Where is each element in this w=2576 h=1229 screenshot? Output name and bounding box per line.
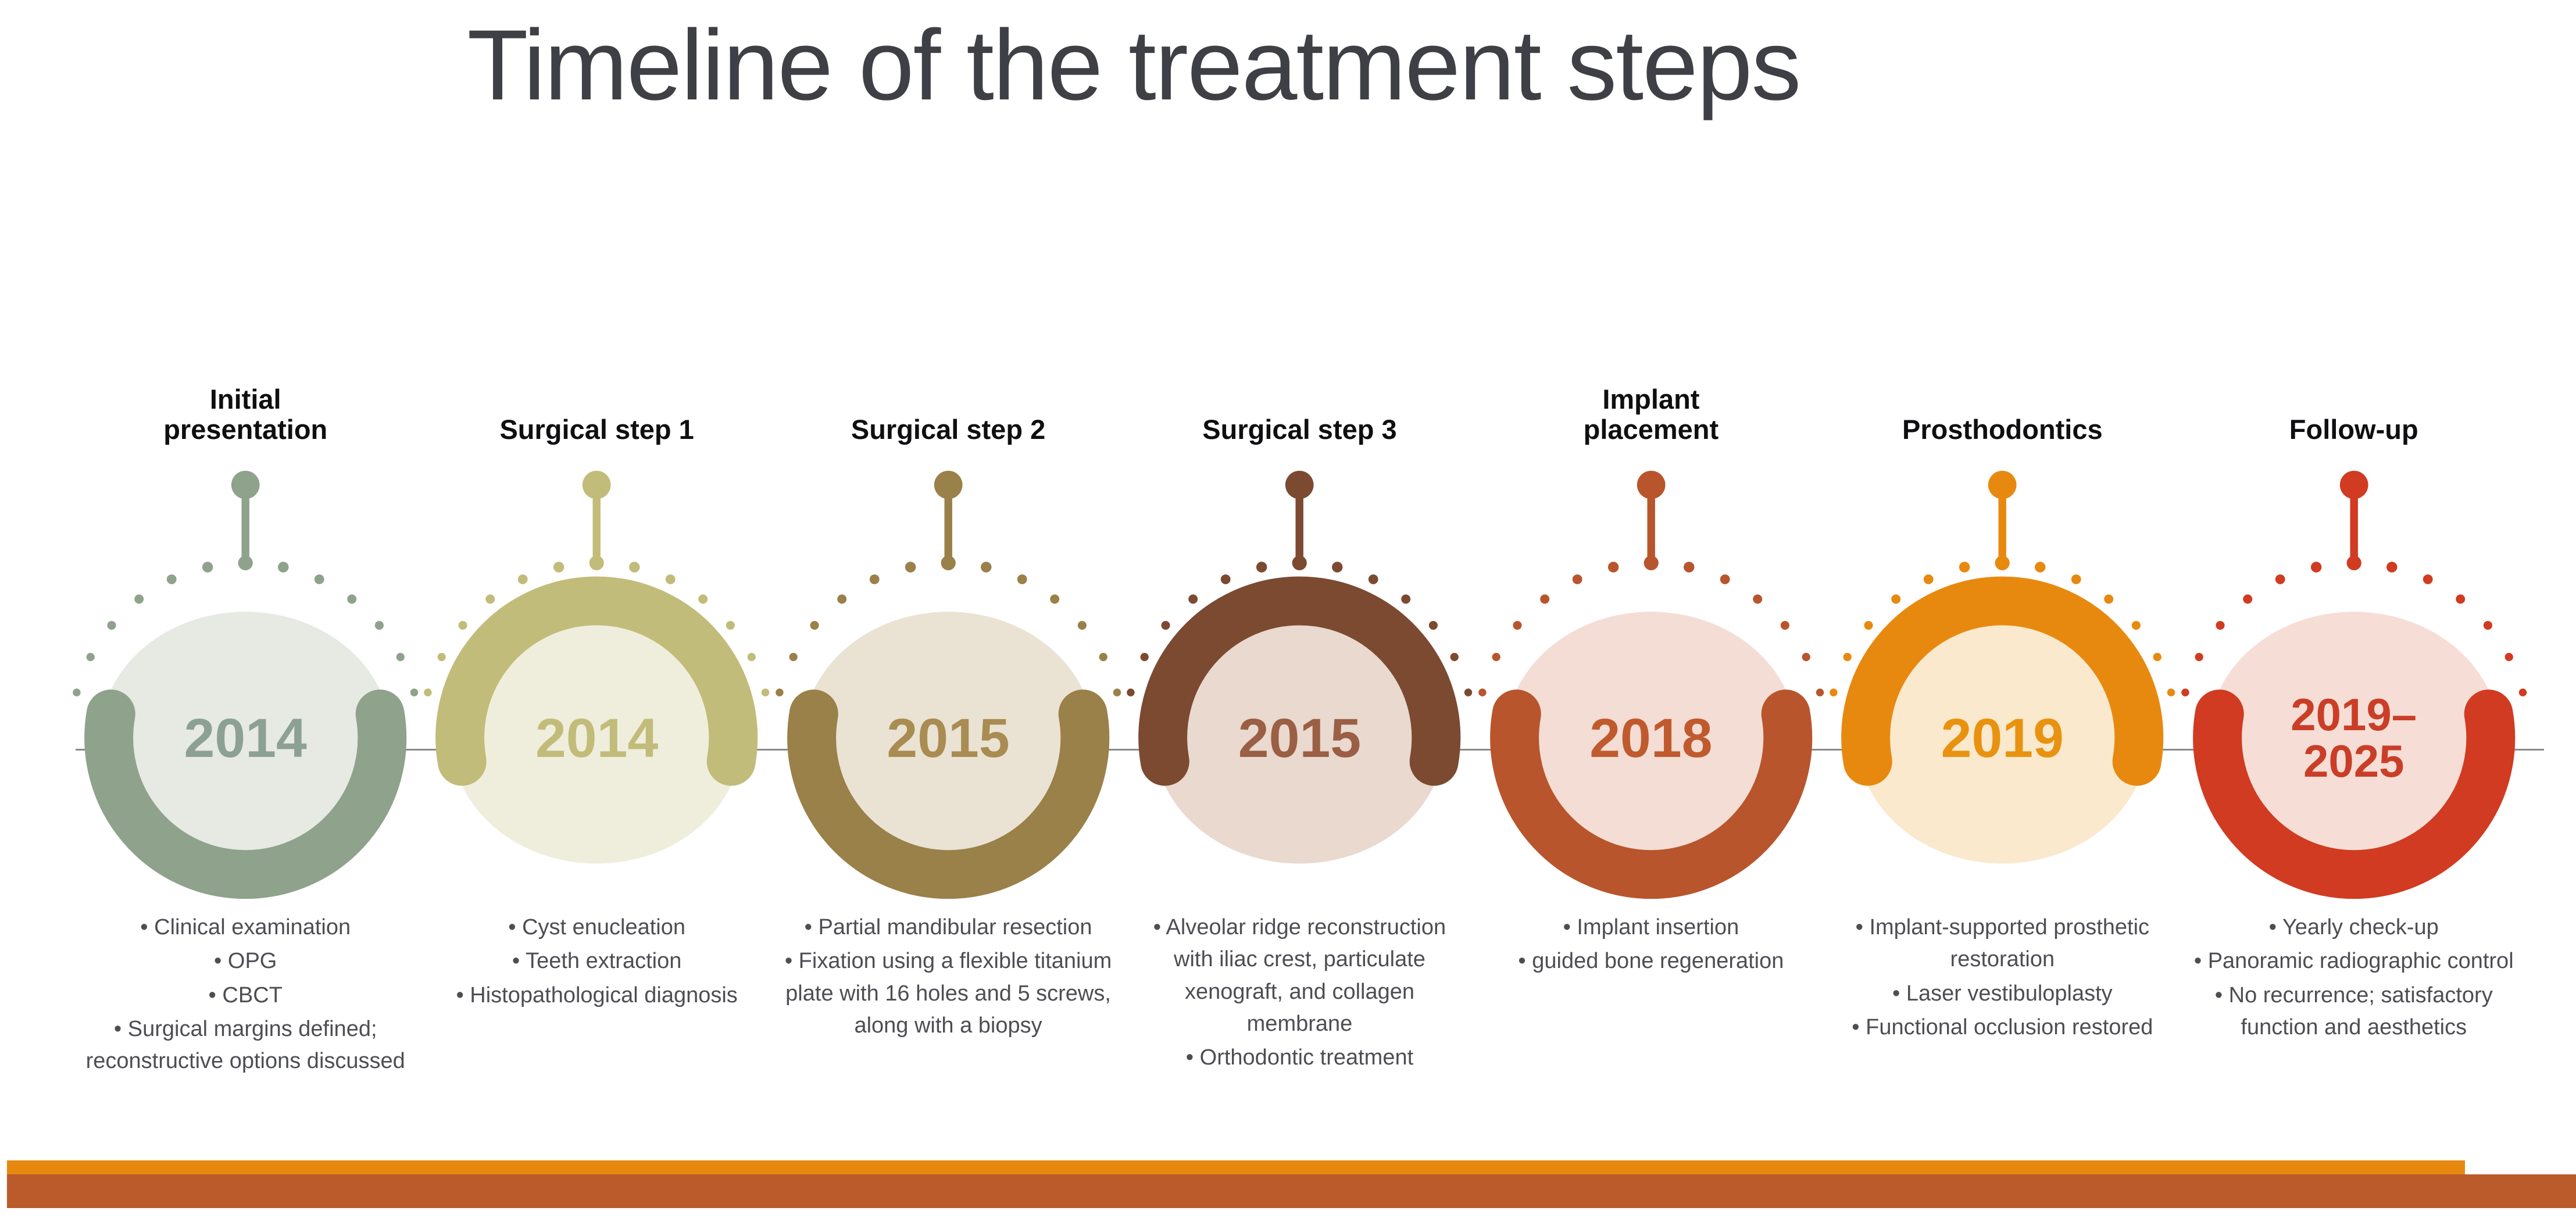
milestone-graphic bbox=[1127, 470, 1473, 864]
milestone-label: Initial presentation bbox=[163, 383, 328, 445]
bullet-list: • Implant insertion • guided bone regener… bbox=[1475, 912, 1827, 977]
bullet-item: • Laser vestibuloplasty bbox=[1892, 981, 2113, 1006]
year-bubble bbox=[1154, 612, 1445, 864]
timeline: Initial presentation bbox=[70, 326, 2529, 1079]
timeline-milestone: Initial presentation bbox=[70, 326, 421, 1079]
page-title: Timeline of the treatment steps bbox=[467, 9, 1802, 121]
milestone-graphic bbox=[2181, 470, 2527, 899]
timeline-milestone: Surgical step 2 bbox=[773, 326, 1124, 1079]
bullet-item: • Surgical margins defined; reconstructi… bbox=[85, 1016, 405, 1073]
milestone-year: 2015 bbox=[887, 707, 1010, 769]
milestone-year: 2019 bbox=[1941, 707, 2064, 769]
bullet-item: • No recurrence; satisfactory function a… bbox=[2214, 983, 2493, 1039]
crescent-arc-icon bbox=[435, 576, 758, 786]
pin-icon bbox=[1285, 470, 1314, 565]
bullet-item: • Cyst enucleation bbox=[508, 915, 686, 940]
milestone-year: 2014 bbox=[535, 707, 659, 769]
year-bubble bbox=[802, 612, 1094, 864]
milestone-graphic bbox=[1478, 470, 1824, 899]
crescent-arc-icon bbox=[84, 689, 407, 899]
pin-icon bbox=[231, 470, 260, 565]
milestone-label: Implant placement bbox=[1583, 383, 1719, 445]
milestone-year: 2018 bbox=[1589, 707, 1713, 769]
crescent-arc-icon bbox=[1489, 689, 1812, 899]
year-bubble bbox=[100, 612, 391, 864]
pin-icon bbox=[1988, 470, 2017, 565]
bullet-item: • Orthodontic treatment bbox=[1185, 1045, 1414, 1070]
bullet-item: • Histopathological diagnosis bbox=[456, 983, 738, 1008]
bullet-list: • Cyst enucleation • Teeth extraction • Hi… bbox=[421, 912, 772, 1011]
timeline-milestone: Implant placement bbox=[1475, 326, 1827, 1079]
bullet-item: • Functional occlusion restored bbox=[1852, 1014, 2153, 1039]
bullet-item: • CBCT bbox=[208, 983, 283, 1008]
pin-icon bbox=[1637, 470, 1666, 565]
milestone-year: 2015 bbox=[1238, 707, 1362, 769]
milestone-year: 2014 bbox=[184, 707, 307, 769]
bullet-item: • Implant insertion bbox=[1563, 915, 1739, 940]
bullet-item: • Partial mandibular resection bbox=[804, 915, 1092, 940]
bullet-list: • Alveolar ridge reconstruction with ili… bbox=[1124, 912, 1475, 1073]
milestone-label: Surgical step 2 bbox=[851, 414, 1046, 445]
milestone-year: 2019– 2025 bbox=[2291, 689, 2417, 787]
year-bubble bbox=[1505, 612, 1797, 864]
year-bubble bbox=[1857, 612, 2148, 864]
bullet-item: • Implant-supported prosthetic restorati… bbox=[1855, 915, 2150, 972]
timeline-milestone: Follow-up bbox=[2178, 326, 2529, 1079]
timeline-milestone: Surgical step 1 bbox=[421, 326, 772, 1079]
bullet-item: • Teeth extraction bbox=[512, 949, 682, 974]
milestone-label: Follow-up bbox=[2289, 414, 2418, 445]
bullet-list: • Implant-supported prosthetic restorati… bbox=[1827, 912, 2178, 1043]
bullet-item: • OPG bbox=[214, 949, 277, 974]
bullet-item: • Panoramic radiographic control bbox=[2193, 949, 2514, 974]
footer-bar-rust bbox=[7, 1174, 2576, 1208]
bullet-item: • Yearly check-up bbox=[2268, 915, 2439, 940]
pin-icon bbox=[583, 470, 611, 565]
bullet-item: • guided bone regeneration bbox=[1518, 949, 1784, 974]
milestone-label: Prosthodontics bbox=[1902, 414, 2103, 445]
crescent-arc-icon bbox=[1138, 576, 1461, 786]
crescent-arc-icon bbox=[2192, 689, 2515, 899]
bullet-item: • Fixation using a flexible titanium pla… bbox=[784, 949, 1112, 1038]
footer-bar-orange bbox=[7, 1160, 2465, 1174]
milestone-graphic bbox=[776, 470, 1121, 899]
crescent-arc-icon bbox=[1841, 576, 2164, 786]
bullet-item: • Clinical examination bbox=[140, 915, 351, 940]
timeline-milestone: Surgical step 3 bbox=[1124, 326, 1475, 1079]
year-bubble bbox=[451, 612, 742, 864]
bullet-list: • Yearly check-up • Panoramic radiographi… bbox=[2178, 912, 2529, 1043]
pin-icon bbox=[934, 470, 963, 565]
milestone-label: Surgical step 1 bbox=[499, 414, 694, 445]
bullet-list: • Partial mandibular resection • Fixation… bbox=[773, 912, 1124, 1041]
milestone-label: Surgical step 3 bbox=[1202, 414, 1397, 445]
pin-icon bbox=[2339, 470, 2368, 565]
bullet-list: • Clinical examination • OPG • CBCT • Surgi… bbox=[70, 912, 421, 1077]
year-bubble bbox=[2208, 612, 2499, 864]
milestone-graphic bbox=[1830, 470, 2175, 864]
milestone-graphic bbox=[73, 470, 419, 899]
timeline-milestone: Prosthodontics bbox=[1827, 326, 2178, 1079]
bullet-item: • Alveolar ridge reconstruction with ili… bbox=[1153, 915, 1446, 1036]
crescent-arc-icon bbox=[787, 689, 1110, 899]
milestone-graphic bbox=[424, 470, 770, 864]
